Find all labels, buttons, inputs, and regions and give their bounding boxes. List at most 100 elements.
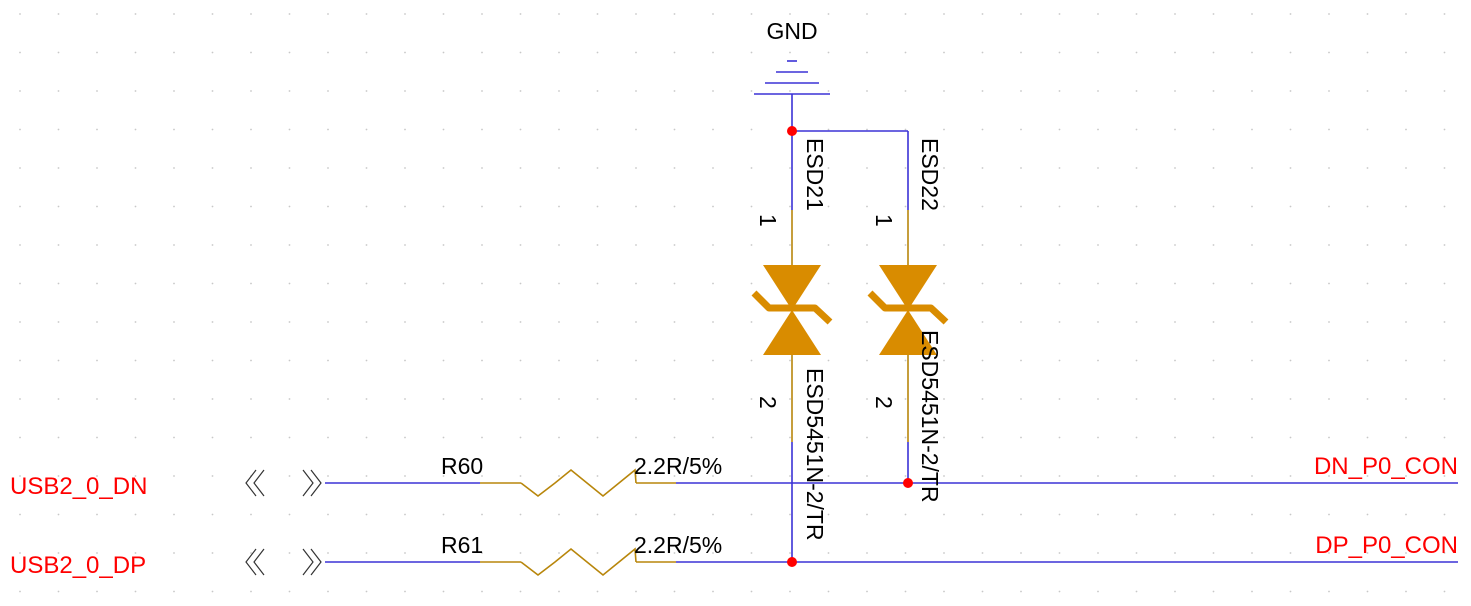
grid-dot (442, 244, 445, 246)
grid-dot (1405, 436, 1407, 439)
grid-dot (288, 282, 291, 285)
grid-dot (404, 205, 406, 208)
grid-dot (173, 244, 175, 246)
grid-dot (750, 513, 753, 516)
grid-dot (519, 398, 522, 400)
port-usb2-0-dp[interactable]: USB2_0_DP (10, 548, 322, 579)
grid-dot (943, 51, 945, 54)
grid-dot (750, 244, 753, 246)
grid-dot (1212, 359, 1215, 362)
grid-dot (1058, 513, 1061, 516)
grid-dot (173, 513, 175, 516)
grid-dot (250, 51, 252, 54)
grid-dot (1212, 475, 1215, 477)
port-usb2-0-dn[interactable]: USB2_0_DN (10, 469, 322, 500)
grid-dot (1366, 128, 1369, 131)
grid-dot (1251, 90, 1253, 92)
grid-dot (404, 359, 406, 362)
grid-dot (673, 436, 676, 439)
grid-dot (1328, 13, 1330, 15)
grid-dot (134, 436, 137, 439)
grid-dot (404, 90, 406, 92)
grid-dot (96, 282, 98, 285)
grid-dot (558, 321, 560, 323)
grid-dot (943, 90, 945, 92)
grid-dot (442, 128, 445, 131)
grid-dot (134, 128, 137, 131)
grid-dot (173, 90, 175, 92)
grid-dot (1443, 51, 1446, 54)
grid-dot (1097, 244, 1099, 246)
grid-dot (635, 13, 637, 15)
net-label-dn-p0-con[interactable]: DN_P0_CON (1314, 453, 1458, 480)
grid-dot (1328, 475, 1330, 477)
grid-dot (288, 398, 291, 400)
grid-dot (789, 90, 791, 92)
grid-dot (1097, 513, 1099, 516)
grid-dot (635, 167, 637, 169)
grid-dot (827, 205, 830, 208)
grid-dot (1366, 436, 1369, 439)
grid-dot (96, 398, 98, 400)
grid-dot (1174, 398, 1176, 400)
grid-dot (327, 359, 329, 362)
grid-dot (866, 552, 868, 554)
grid-dot (750, 475, 753, 477)
port-dp-label: USB2_0_DP (10, 552, 146, 579)
grid-dot (1212, 51, 1215, 54)
esd22-triangle-top (879, 265, 937, 310)
grid-dot (866, 321, 868, 323)
grid-dot (442, 436, 445, 439)
grid-dot (750, 552, 753, 554)
grid-dot (1251, 13, 1253, 15)
grid-dot (173, 282, 175, 285)
grid-dot (1289, 590, 1292, 593)
grid-dot (1328, 282, 1330, 285)
grid-dot (827, 128, 830, 131)
grid-dot (1251, 205, 1253, 208)
net-label-dp-p0-con[interactable]: DP_P0_CON (1315, 532, 1458, 559)
grid-dot (173, 475, 175, 477)
grid-dot (519, 321, 522, 323)
grid-dot (19, 244, 21, 246)
grid-dot (481, 513, 483, 516)
grid-dot (1328, 205, 1330, 208)
grid-dot (750, 590, 753, 593)
grid-dot (1135, 590, 1138, 593)
grid-dot (596, 321, 599, 323)
r61-resistor[interactable]: R61 2.2R/5% (441, 532, 722, 577)
grid-dot (1020, 398, 1022, 400)
grid-dot (1174, 51, 1176, 54)
grid-dot (943, 590, 945, 593)
grid-dot (1058, 359, 1061, 362)
grid-dot (134, 475, 137, 477)
grid-dot (404, 128, 406, 131)
grid-dot (827, 244, 830, 246)
grid-dot (288, 552, 291, 554)
grid-dot (365, 475, 368, 477)
grid-dot (134, 90, 137, 92)
grid-dot (134, 359, 137, 362)
r60-resistor[interactable]: R60 2.2R/5% (441, 453, 722, 498)
junction-gnd (787, 126, 797, 136)
esd22-zener-bar (867, 290, 949, 325)
grid-dot (250, 90, 252, 92)
grid-dot (750, 205, 753, 208)
grid-dot (404, 13, 406, 15)
grid-dot (1366, 552, 1369, 554)
grid-dot (558, 51, 560, 54)
esd22-diode[interactable]: 1 2 ESD22 ESD5451N-2/TR (867, 138, 949, 503)
grid-dot (1405, 13, 1407, 15)
grid-dot (19, 436, 21, 439)
grid-dot (481, 90, 483, 92)
grid-dot (1405, 321, 1407, 323)
grid-dot (57, 167, 60, 169)
grid-dot (96, 90, 98, 92)
grid-dot (789, 513, 791, 516)
grid-dot (635, 513, 637, 516)
grid-dot (673, 552, 676, 554)
esd21-diode[interactable]: 1 2 ESD21 ESD5451N-2/TR (751, 138, 833, 541)
gnd-power-symbol[interactable]: GND (754, 18, 830, 95)
grid-dot (943, 475, 945, 477)
